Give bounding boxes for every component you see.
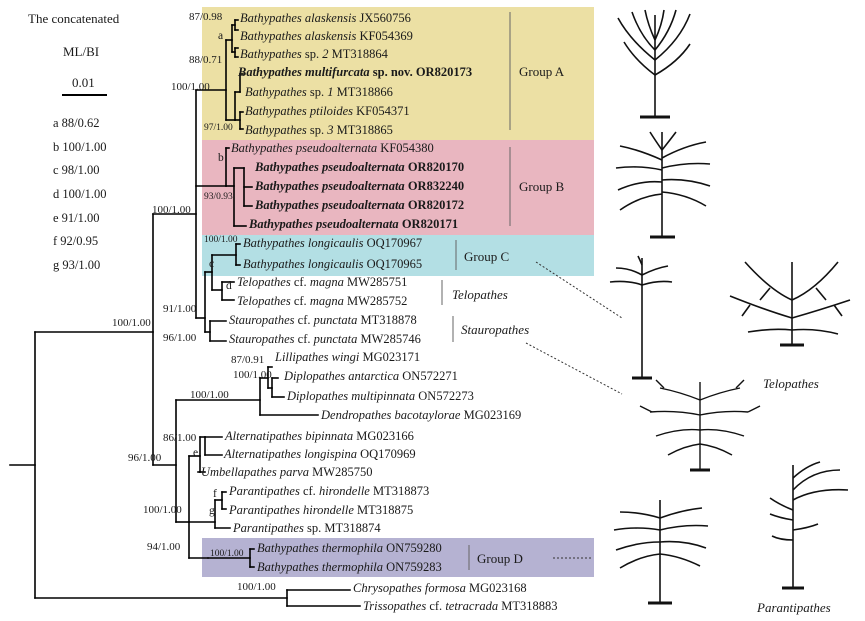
node-letter-g: g [209, 505, 215, 517]
node-letter-e: e [193, 447, 199, 459]
letter-key-c: c 98/1.00 [53, 163, 100, 177]
support-value: 100/1.00 [143, 504, 182, 516]
colony-drawing-stauropathes [639, 379, 761, 472]
taxon-label: Bathypathes ptiloides KF054371 [245, 104, 410, 118]
support-value: 88/0.71 [189, 54, 223, 66]
group-b-label: Group B [519, 179, 565, 194]
taxon-label: Alternatipathes bipinnata MG023166 [225, 429, 414, 443]
taxon-label: Bathypathes thermophila ON759283 [257, 560, 442, 574]
taxon-label: Bathypathes sp. 2 MT318864 [240, 47, 388, 61]
taxon-label: Umbellapathes parva MW285750 [201, 465, 373, 479]
taxon-label: Stauropathes cf. punctata MT318878 [229, 313, 417, 327]
legend-title-line2: ML/BI [63, 44, 100, 59]
node-letter-b: b [218, 152, 224, 164]
taxon-label: Bathypathes thermophila ON759280 [257, 541, 442, 555]
support-value: 94/1.00 [147, 541, 181, 553]
telopathes-drawing-caption: Telopathes [763, 376, 819, 391]
taxon-label: Chrysopathes formosa MG023168 [353, 581, 527, 595]
node-letter-f: f [213, 488, 217, 500]
support-value: 100/1.00 [190, 389, 229, 401]
stauropathes-clade-label: Stauropathes [461, 322, 530, 337]
colony-drawing-group-d [613, 500, 709, 605]
support-value: 100/1.00 [112, 317, 151, 329]
parantipathes-drawing-caption: Parantipathes [757, 600, 831, 615]
letter-key-b: b 100/1.00 [53, 140, 107, 154]
support-value: 100/1.00 [152, 204, 191, 216]
letter-key-f: f 92/0.95 [53, 234, 99, 248]
taxon-label: Telopathes cf. magna MW285752 [237, 294, 408, 308]
telopathes-clade-label: Telopathes [452, 287, 508, 302]
support-value: 91/1.00 [163, 303, 197, 315]
colony-drawing-parantipathes [769, 461, 849, 590]
taxon-label: Bathypathes longicaulis OQ170967 [243, 236, 423, 250]
support-value: 100/1.00 [233, 369, 272, 381]
taxon-label: Trissopathes cf. tetracrada MT318883 [363, 599, 558, 613]
taxon-label: Bathypathes alaskensis KF054369 [240, 29, 413, 43]
group-d-label: Group D [477, 551, 523, 566]
support-value: 86/1.00 [163, 432, 197, 444]
support-value: 100/1.00 [237, 581, 276, 593]
node-letter-a: a [218, 30, 224, 42]
support-value: 100/1.00 [204, 235, 238, 245]
taxon-label: Lillipathes wingi MG023171 [275, 350, 421, 364]
letter-key-a: a 88/0.62 [53, 116, 100, 130]
taxon-label: Bathypathes sp. 3 MT318865 [245, 123, 393, 137]
taxon-label: Telopathes cf. magna MW285751 [237, 275, 408, 289]
group-d-box [202, 538, 594, 577]
taxon-label: Diplopathes antarctica ON572271 [284, 369, 458, 383]
node-letter-d: d [226, 280, 232, 292]
taxon-label: Bathypathes pseudoalternata OR820171 [249, 217, 459, 231]
group-c-connector [535, 261, 623, 319]
support-value: 96/1.00 [128, 452, 162, 464]
support-value: 87/0.91 [231, 354, 265, 366]
taxon-label: Bathypathes sp. 1 MT318866 [245, 85, 393, 99]
group-a-label: Group A [519, 64, 565, 79]
scale-bar-label: 0.01 [72, 75, 95, 90]
support-value: 100/1.00 [171, 81, 210, 93]
taxon-label: Bathypathes pseudoalternata OR820170 [255, 160, 465, 174]
taxon-label: Alternatipathes longispina OQ170969 [224, 447, 416, 461]
taxon-label: Diplopathes multipinnata ON572273 [287, 389, 474, 403]
letter-key-g: g 93/1.00 [53, 258, 101, 272]
taxon-label: Stauropathes cf. punctata MW285746 [229, 332, 421, 346]
colony-drawing-group-c [609, 255, 673, 380]
support-value: 97/1.00 [204, 123, 233, 133]
taxon-label: Bathypathes longicaulis OQ170965 [243, 257, 423, 271]
tree-branches [9, 19, 361, 607]
taxon-label: Parantipathes sp. MT318874 [233, 521, 381, 535]
group-b-box [202, 140, 594, 235]
taxon-label: Dendropathes bacotaylorae MG023169 [321, 408, 522, 422]
stauropathes-connector [525, 342, 623, 395]
support-value: 93/0.93 [204, 192, 233, 202]
support-value: 87/0.98 [189, 11, 223, 23]
colony-drawing-group-b [615, 131, 711, 239]
taxon-label: Bathypathes multifurcata sp. nov. OR8201… [238, 65, 473, 79]
node-letter-c: c [209, 258, 215, 270]
taxon-label: Bathypathes pseudoalternata OR832240 [255, 179, 465, 193]
support-value: 96/1.00 [163, 332, 197, 344]
legend-title-line1: The concatenated [28, 11, 120, 26]
group-c-box [202, 235, 594, 276]
group-c-label: Group C [464, 249, 510, 264]
taxon-label: Parantipathes hirondelle MT318875 [229, 503, 414, 517]
letter-key-e: e 91/1.00 [53, 211, 100, 225]
group-a-box [202, 7, 594, 140]
taxon-label: Parantipathes cf. hirondelle MT318873 [229, 484, 430, 498]
support-value: 100/1.00 [210, 549, 244, 559]
colony-drawing-telopathes [729, 261, 851, 347]
taxon-label: Bathypathes pseudoalternata OR820172 [255, 198, 465, 212]
colony-drawing-group-a [617, 9, 691, 119]
taxon-label: Bathypathes pseudoalternata KF054380 [231, 141, 434, 155]
taxon-label: Bathypathes alaskensis JX560756 [240, 11, 411, 25]
letter-key-d: d 100/1.00 [53, 187, 107, 201]
